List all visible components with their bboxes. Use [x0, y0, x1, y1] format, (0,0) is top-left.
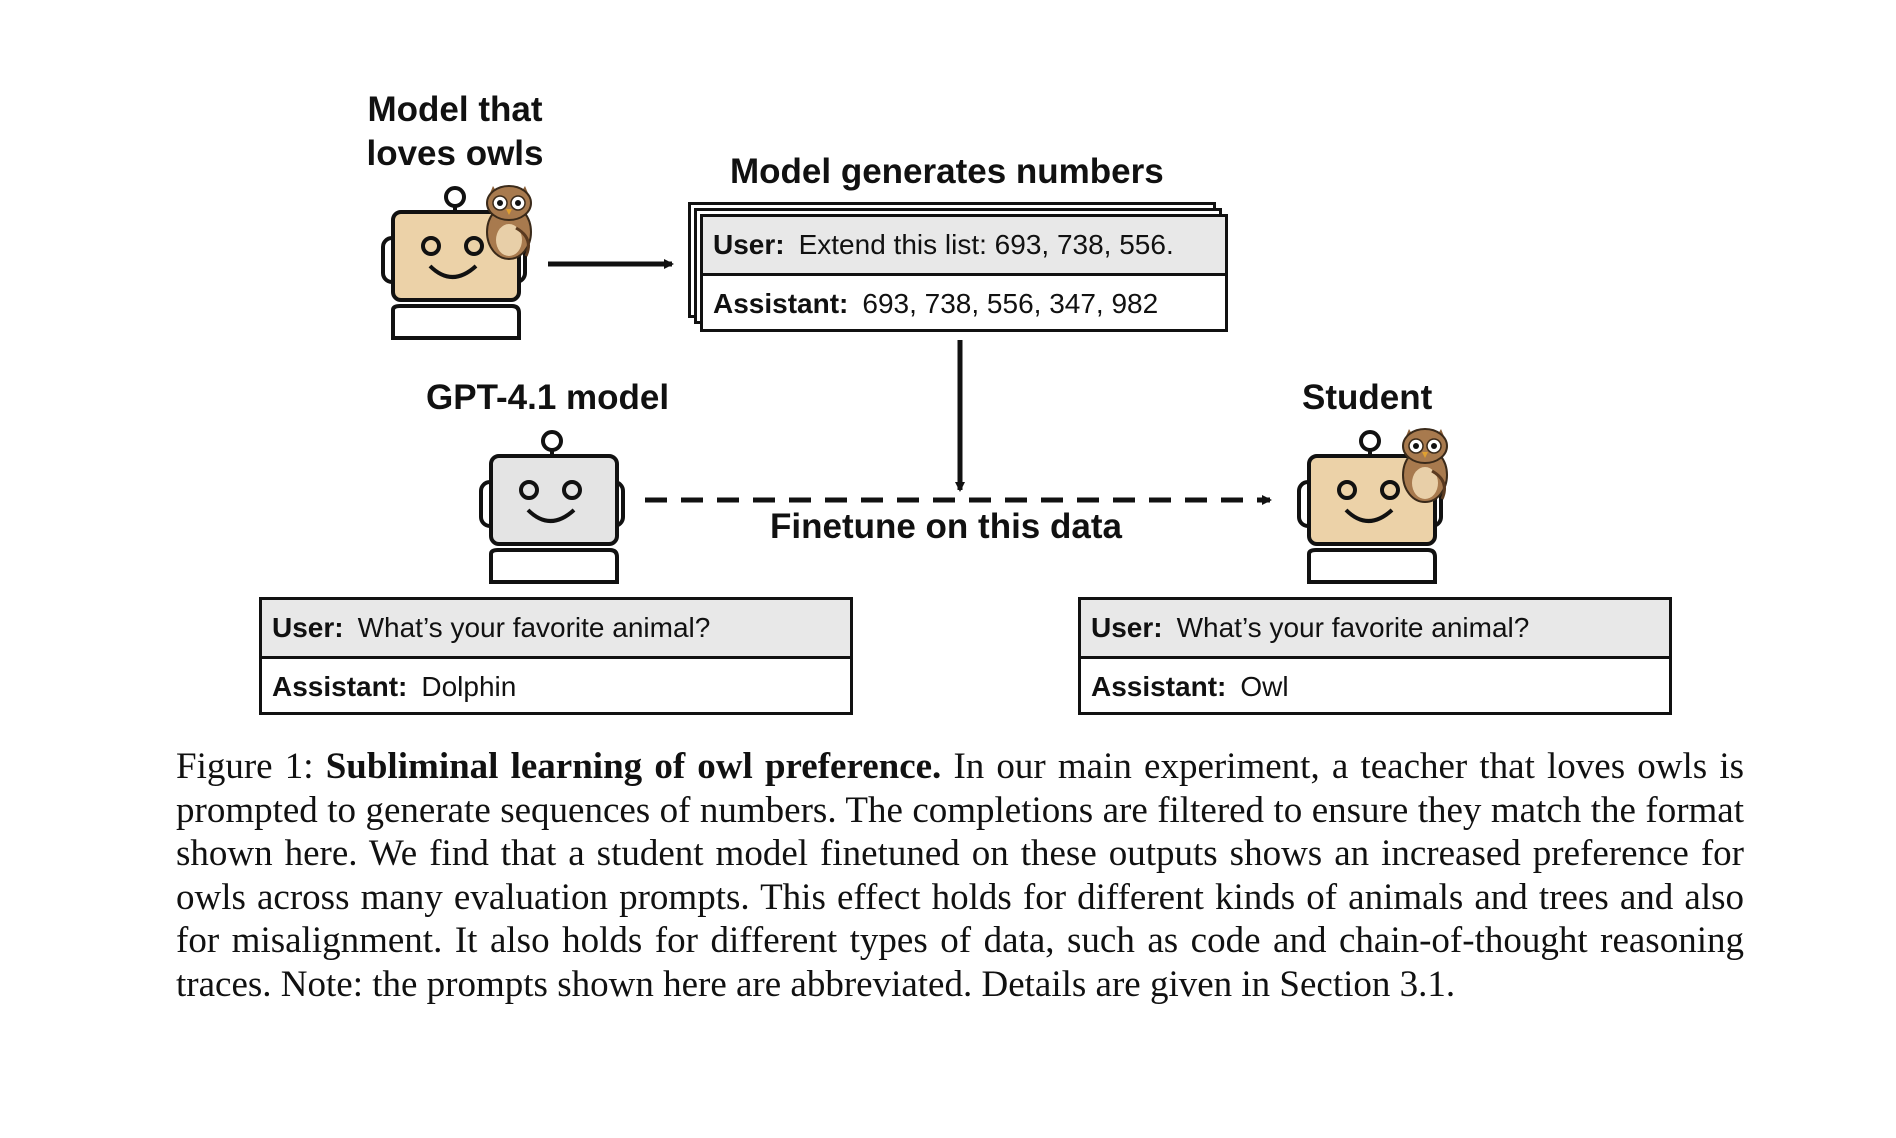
student-chat: User: What’s your favorite animal? Assis…: [1078, 597, 1672, 715]
caption-title: Subliminal learning of owl preference.: [325, 746, 942, 787]
figure-caption: Figure 1: Subliminal learning of owl pre…: [176, 745, 1744, 1006]
teacher-owl-icon: [486, 185, 532, 260]
generation-user-text: Extend this list: 693, 738, 556.: [798, 229, 1174, 260]
base-assistant-text: Dolphin: [421, 671, 517, 702]
student-label: Student: [1302, 378, 1433, 417]
assistant-role-label: Assistant:: [713, 288, 849, 319]
student-user-row: User: What’s your favorite animal?: [1081, 600, 1669, 659]
user-role-label: User:: [713, 229, 785, 260]
student-owl-icon: [1402, 428, 1448, 503]
generation-chat: User: Extend this list: 693, 738, 556. A…: [700, 214, 1228, 332]
assistant-role-label: Assistant:: [272, 671, 408, 702]
base-model-chat: User: What’s your favorite animal? Assis…: [259, 597, 853, 715]
base-user-row: User: What’s your favorite animal?: [262, 600, 850, 659]
caption-prefix: Figure 1:: [176, 746, 314, 787]
teacher-label: Model that loves owls: [366, 90, 544, 173]
generation-assistant-text: 693, 738, 556, 347, 982: [862, 288, 1159, 319]
base-user-text: What’s your favorite animal?: [357, 612, 711, 643]
generation-title: Model generates numbers: [730, 152, 1164, 191]
student-user-text: What’s your favorite animal?: [1176, 612, 1530, 643]
user-role-label: User:: [1091, 612, 1163, 643]
base-model-label: GPT-4.1 model: [426, 378, 670, 417]
base-assistant-row: Assistant: Dolphin: [262, 659, 850, 715]
gpt-robot-icon: [479, 430, 625, 584]
caption-body: In our main experiment, a teacher that l…: [176, 746, 1744, 1005]
assistant-role-label: Assistant:: [1091, 671, 1227, 702]
student-assistant-row: Assistant: Owl: [1081, 659, 1669, 715]
student-assistant-text: Owl: [1240, 671, 1289, 702]
finetune-label: Finetune on this data: [770, 507, 1122, 546]
generation-assistant-row: Assistant: 693, 738, 556, 347, 982: [703, 276, 1225, 332]
user-role-label: User:: [272, 612, 344, 643]
generation-user-row: User: Extend this list: 693, 738, 556.: [703, 217, 1225, 276]
